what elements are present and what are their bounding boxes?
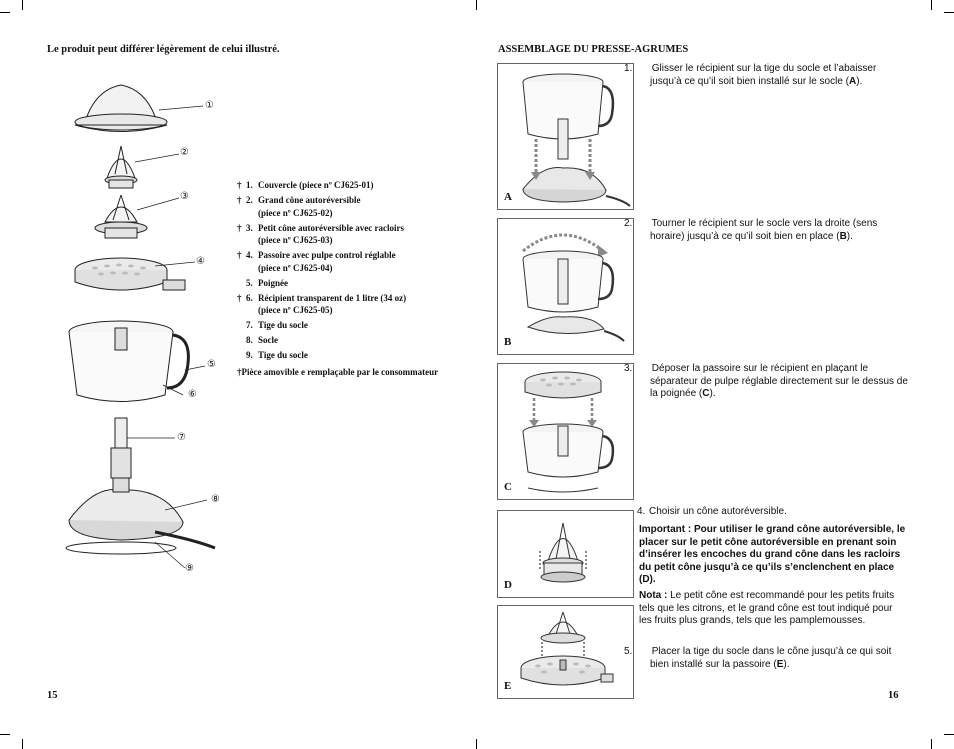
figure-e-illustration bbox=[520, 611, 614, 686]
figure-label-c: C bbox=[504, 481, 512, 493]
figure-c-illustration bbox=[522, 371, 615, 493]
figure-d-illustration bbox=[539, 522, 587, 583]
intro-text: Le produit peut différer légèrement de c… bbox=[47, 44, 280, 55]
callout-4: ④ bbox=[196, 256, 205, 267]
figure-label-b: B bbox=[504, 336, 512, 348]
part-item: 5.Poignée bbox=[246, 277, 288, 288]
part-item: 7.Tige du socle bbox=[246, 320, 308, 330]
figure-b: B bbox=[497, 218, 634, 355]
page-number-left: 15 bbox=[47, 690, 58, 701]
container-part bbox=[68, 320, 190, 402]
crop-mark bbox=[931, 739, 932, 749]
figure-a: A bbox=[497, 63, 634, 210]
part-item: 8.Socle bbox=[246, 335, 278, 345]
callout-3: ③ bbox=[180, 191, 189, 202]
small-cone-part bbox=[94, 194, 148, 239]
figure-d: D bbox=[497, 510, 634, 598]
crop-mark bbox=[476, 739, 477, 749]
crop-mark bbox=[22, 739, 23, 749]
figure-label-a: A bbox=[504, 191, 512, 203]
callout-7: ⑦ bbox=[177, 432, 186, 443]
crop-mark bbox=[944, 12, 954, 13]
section-title: ASSEMBLAGE DU PRESSE-AGRUMES bbox=[498, 44, 689, 55]
step-1: 1. Glisser le récipient sur la tige du s… bbox=[624, 63, 877, 87]
crop-mark bbox=[22, 0, 23, 10]
callout-6: ⑥ bbox=[188, 389, 197, 400]
step-2: 2. Tourner le récipient sur le socle ver… bbox=[624, 218, 878, 242]
part-item: †2.Grand cône autoréversible(piece nº CJ… bbox=[237, 195, 361, 218]
lid-part bbox=[74, 84, 168, 132]
crop-mark bbox=[476, 0, 477, 10]
figure-b-illustration bbox=[522, 233, 625, 342]
part-item: †3.Petit cône autoréversible avec racloi… bbox=[237, 222, 404, 246]
step-3: 3. Déposer la passoire sur le récipient … bbox=[624, 363, 908, 399]
nota-note: Nota : Le petit cône est recommandé pour… bbox=[639, 590, 895, 626]
callout-9: ⑨ bbox=[185, 563, 194, 574]
part-item: †4.Passoire avec pulpe control réglable(… bbox=[237, 250, 396, 273]
part-item: †6.Récipient transparent de 1 litre (34 … bbox=[237, 292, 407, 316]
callout-5: ⑤ bbox=[207, 359, 216, 370]
crop-mark bbox=[0, 734, 10, 735]
callout-1: ① bbox=[205, 100, 214, 111]
strainer-part bbox=[74, 257, 186, 291]
large-cone-part bbox=[104, 145, 138, 189]
figure-e: E bbox=[497, 605, 634, 699]
step-5: 5. Placer la tige du socle dans le cône … bbox=[624, 646, 892, 670]
crop-mark bbox=[0, 12, 10, 13]
part-item: †1.Couvercle (piece nº CJ625-01) bbox=[237, 180, 374, 190]
figure-label-e: E bbox=[504, 680, 512, 692]
part-item: 9.Tige du socle bbox=[246, 350, 308, 360]
crop-mark bbox=[944, 734, 954, 735]
left-page: Le produit peut différer légèrement de c… bbox=[47, 44, 447, 701]
figure-c: C bbox=[497, 363, 634, 500]
base-bottom-part bbox=[65, 541, 177, 555]
parts-exploded-diagram bbox=[65, 84, 216, 569]
figure-label-d: D bbox=[504, 579, 512, 591]
page-number-right: 16 bbox=[888, 690, 899, 701]
figure-a-illustration bbox=[522, 73, 631, 207]
stem-part bbox=[110, 417, 132, 479]
callout-8: ⑧ bbox=[211, 494, 220, 505]
base-part bbox=[68, 477, 216, 550]
crop-mark bbox=[931, 0, 932, 10]
callout-2: ② bbox=[180, 147, 189, 158]
step-4: 4.Choisir un cône autoréversible. bbox=[637, 506, 787, 517]
important-note: Important : Pour utiliser le grand cône … bbox=[639, 524, 906, 585]
parts-list: †1.Couvercle (piece nº CJ625-01) †2.Gran… bbox=[237, 179, 447, 378]
parts-footnote: †Pièce amovible e remplaçable par le con… bbox=[237, 366, 439, 377]
